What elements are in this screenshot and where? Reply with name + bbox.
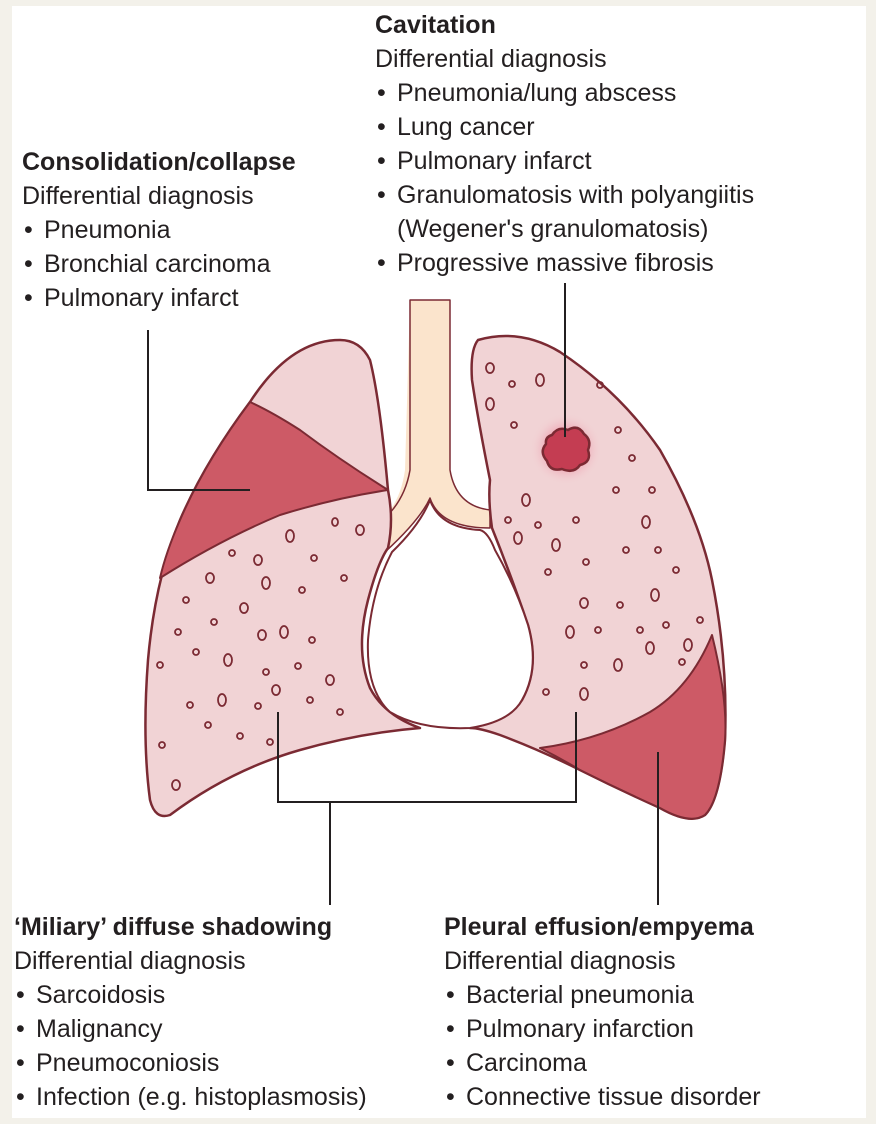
list-item: Pulmonary infarct (22, 281, 296, 315)
list-item: Pneumonia/lung abscess (375, 76, 754, 110)
list-item: Lung cancer (375, 110, 754, 144)
right-lung-outline (145, 340, 420, 816)
list-item: Connective tissue disorder (444, 1080, 761, 1114)
consolidation-subtitle: Differential diagnosis (22, 179, 296, 213)
consolidation-block: Consolidation/collapse Differential diag… (22, 145, 296, 315)
list-item: Bronchial carcinoma (22, 247, 296, 281)
miliary-list: Sarcoidosis Malignancy Pneumoconiosis In… (14, 978, 367, 1114)
list-item: Malignancy (14, 1012, 367, 1046)
miliary-subtitle: Differential diagnosis (14, 944, 367, 978)
list-item: Carcinoma (444, 1046, 761, 1080)
cavitation-subtitle: Differential diagnosis (375, 42, 754, 76)
cavitation-block: Cavitation Differential diagnosis Pneumo… (375, 8, 754, 280)
consolidation-list: Pneumonia Bronchial carcinoma Pulmonary … (22, 213, 296, 315)
miliary-block: ‘Miliary’ diffuse shadowing Differential… (14, 910, 367, 1114)
pleural-subtitle: Differential diagnosis (444, 944, 761, 978)
cavitation-list: Pneumonia/lung abscess Lung cancer Pulmo… (375, 76, 754, 280)
right-lung (145, 340, 420, 816)
cavitation-title: Cavitation (375, 8, 754, 42)
list-item: Pneumonia (22, 213, 296, 247)
list-item: Bacterial pneumonia (444, 978, 761, 1012)
list-item: Infection (e.g. histoplasmosis) (14, 1080, 367, 1114)
pleural-block: Pleural effusion/empyema Differential di… (444, 910, 761, 1114)
pleural-list: Bacterial pneumonia Pulmonary infarction… (444, 978, 761, 1114)
list-item: Granulomatosis with polyangiitis (Wegene… (375, 178, 754, 246)
list-item: Sarcoidosis (14, 978, 367, 1012)
miliary-title: ‘Miliary’ diffuse shadowing (14, 910, 367, 944)
consolidation-title: Consolidation/collapse (22, 145, 296, 179)
pleural-title: Pleural effusion/empyema (444, 910, 761, 944)
list-item: Progressive massive fibrosis (375, 246, 754, 280)
list-item: Pneumoconiosis (14, 1046, 367, 1080)
list-item: Pulmonary infarction (444, 1012, 761, 1046)
list-item: Pulmonary infarct (375, 144, 754, 178)
